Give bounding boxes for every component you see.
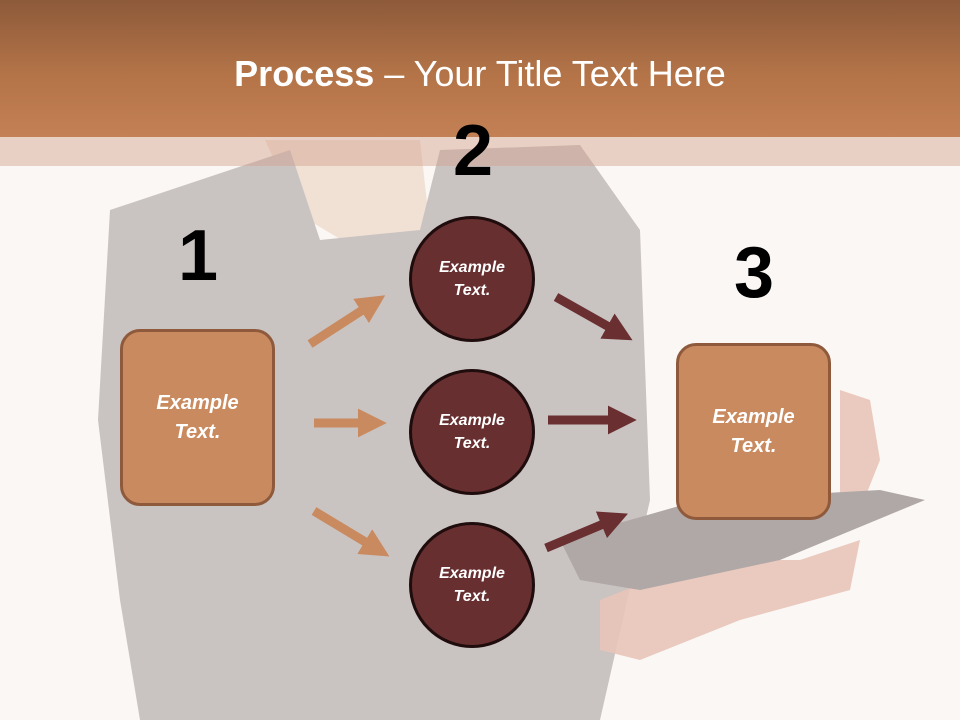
step-number-2: 2 — [452, 111, 494, 191]
step-3-box-line2: Text. — [730, 434, 777, 457]
arrow-circle-top-to-3 — [553, 293, 633, 341]
title-bold: Process — [234, 53, 375, 94]
step-1-box-line2: Text. — [174, 420, 221, 443]
header-bar — [0, 0, 960, 137]
step-2-circle-bottom: Example Text. — [409, 522, 535, 648]
circle-bottom-line1: Example — [439, 565, 505, 582]
step-3-box: Example Text. — [676, 343, 831, 520]
page-title: Process – Your Title Text Here — [0, 52, 960, 96]
step-number-3: 3 — [733, 233, 775, 313]
title-rest: Your Title Text Here — [413, 53, 726, 94]
step-1-box-line1: Example — [156, 391, 239, 414]
arrow-1-to-circle-top — [307, 295, 386, 348]
step-2-circle-middle: Example Text. — [409, 369, 535, 495]
step-1-box: Example Text. — [120, 329, 275, 506]
circle-top-line1: Example — [439, 259, 505, 276]
step-3-box-line1: Example — [712, 405, 795, 428]
title-dash: – — [374, 53, 414, 94]
circle-middle-line2: Text. — [453, 435, 491, 452]
circle-middle-line1: Example — [439, 412, 505, 429]
arrow-circle-bottom-to-3 — [544, 511, 628, 553]
header-band — [0, 137, 960, 166]
circle-bottom-line2: Text. — [453, 588, 491, 605]
step-number-1: 1 — [177, 216, 219, 296]
circle-top-line2: Text. — [453, 282, 491, 299]
step-2-circle-top: Example Text. — [409, 216, 535, 342]
arrow-1-to-circle-bottom — [311, 507, 390, 557]
